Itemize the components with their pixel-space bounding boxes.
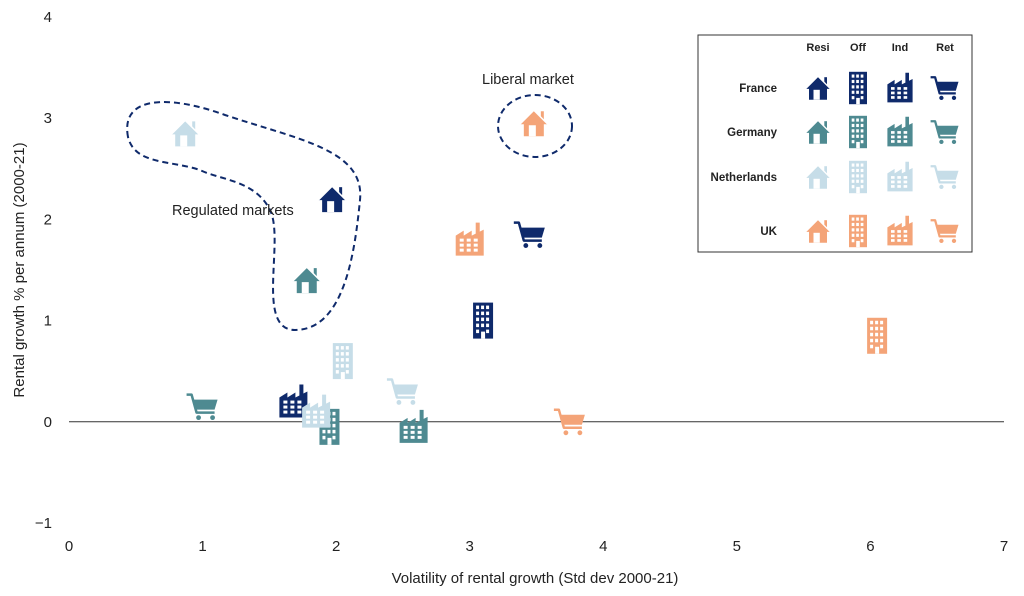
x-axis-title: Volatility of rental growth (Std dev 200… <box>392 570 679 587</box>
legend-uk-cart-icon <box>930 219 959 244</box>
legend-uk-house-icon <box>804 218 832 243</box>
legend-germany-cart-icon <box>930 120 959 145</box>
legend-netherlands-house-icon <box>804 164 832 189</box>
legend-netherlands-cart-icon <box>930 165 959 190</box>
legend-column-ind: Ind <box>892 42 909 54</box>
legend-france-factory-icon <box>887 72 913 103</box>
x-tick-label: 3 <box>466 538 474 555</box>
x-tick-label: 0 <box>65 538 73 555</box>
legend-germany-factory-icon <box>887 116 913 147</box>
x-tick-label: 7 <box>1000 538 1008 555</box>
liberal-market-label: Liberal market <box>482 72 574 88</box>
legend-netherlands-office-icon <box>849 160 867 194</box>
legend-row-uk: UK <box>760 226 777 238</box>
point-netherlands-off-icon <box>332 343 353 380</box>
y-tick-label: 1 <box>44 313 52 330</box>
legend-uk-office-icon <box>849 214 867 248</box>
legend-box <box>697 34 973 253</box>
data-points <box>170 109 888 445</box>
x-tick-label: 4 <box>599 538 607 555</box>
legend-germany-office-icon <box>849 115 867 149</box>
point-france-resi-icon <box>317 185 347 213</box>
point-germany-ind-icon <box>399 409 428 443</box>
legend-row-netherlands: Netherlands <box>711 172 777 184</box>
legend-germany-house-icon <box>804 119 832 144</box>
y-tick-label: 2 <box>44 211 52 228</box>
y-tick-label: 3 <box>44 110 52 127</box>
x-tick-label: 5 <box>733 538 741 555</box>
x-tick-label: 2 <box>332 538 340 555</box>
y-tick-label: 0 <box>44 414 52 431</box>
y-tick-labels: −1 0 1 2 3 4 <box>35 9 52 532</box>
liberal-market-outline <box>497 94 573 158</box>
legend-row-france: France <box>739 83 777 95</box>
regulated-markets-label: Regulated markets <box>172 203 294 219</box>
point-uk-ind-icon <box>455 222 484 256</box>
point-germany-resi-icon <box>292 266 322 294</box>
regulated-markets-outline <box>126 101 362 332</box>
x-tick-label: 1 <box>198 538 206 555</box>
point-uk-ret-icon <box>553 408 585 436</box>
legend-france-house-icon <box>804 75 832 100</box>
point-germany-ret-icon <box>186 393 218 421</box>
y-tick-label: −1 <box>35 515 52 532</box>
legend-france-cart-icon <box>930 76 959 101</box>
legend-column-ret: Ret <box>936 42 954 54</box>
point-france-off-icon <box>473 302 494 339</box>
legend-netherlands-factory-icon <box>887 161 913 192</box>
point-uk-resi-icon <box>519 109 549 137</box>
point-netherlands-resi-icon <box>170 119 200 147</box>
legend-column-headers: Resi Off Ind Ret <box>806 42 954 54</box>
point-netherlands-ret-icon <box>386 378 418 405</box>
x-tick-labels: 0 1 2 3 4 5 6 7 <box>65 538 1008 555</box>
y-axis-title: Rental growth % per annum (2000-21) <box>11 142 28 397</box>
y-tick-label: 4 <box>44 9 52 26</box>
legend-row-germany: Germany <box>727 127 777 139</box>
point-uk-off-icon <box>867 317 888 354</box>
legend-france-office-icon <box>849 71 867 105</box>
point-france-ind-icon <box>279 384 308 418</box>
x-tick-label: 6 <box>866 538 874 555</box>
legend-column-off: Off <box>850 42 866 54</box>
legend-icons <box>804 71 959 248</box>
point-netherlands-ind-icon <box>302 394 331 428</box>
legend-column-resi: Resi <box>806 42 829 54</box>
point-france-ret-icon <box>513 221 545 248</box>
legend-uk-factory-icon <box>887 215 913 246</box>
